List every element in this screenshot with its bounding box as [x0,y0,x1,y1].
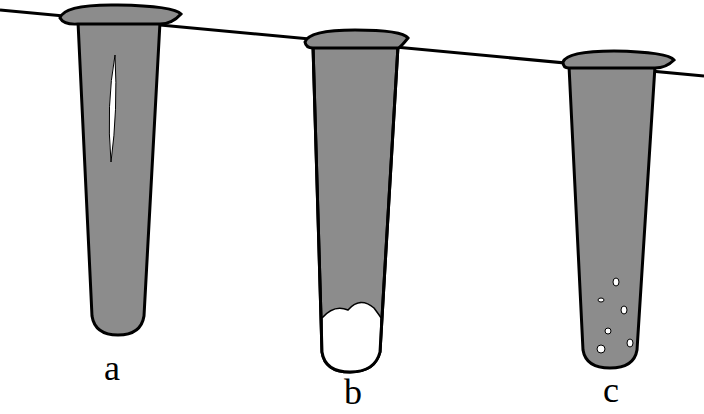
bubble [605,328,611,334]
tube-outline [313,46,398,372]
test-tube [313,46,398,372]
test-tube [78,22,160,335]
tube-rim [60,5,181,24]
bubble [621,306,627,314]
bubble [613,278,619,286]
tube-rim [305,30,408,48]
bubble [627,339,633,347]
test-tube [569,66,655,368]
bubble [598,298,604,302]
tube-rim [563,51,674,68]
streak [109,55,116,162]
sediment [322,302,381,372]
bubbles [597,278,633,353]
tube-label: a [104,350,120,386]
tube-label: b [344,374,362,410]
tube-label: c [603,372,619,408]
bubble [597,345,605,353]
